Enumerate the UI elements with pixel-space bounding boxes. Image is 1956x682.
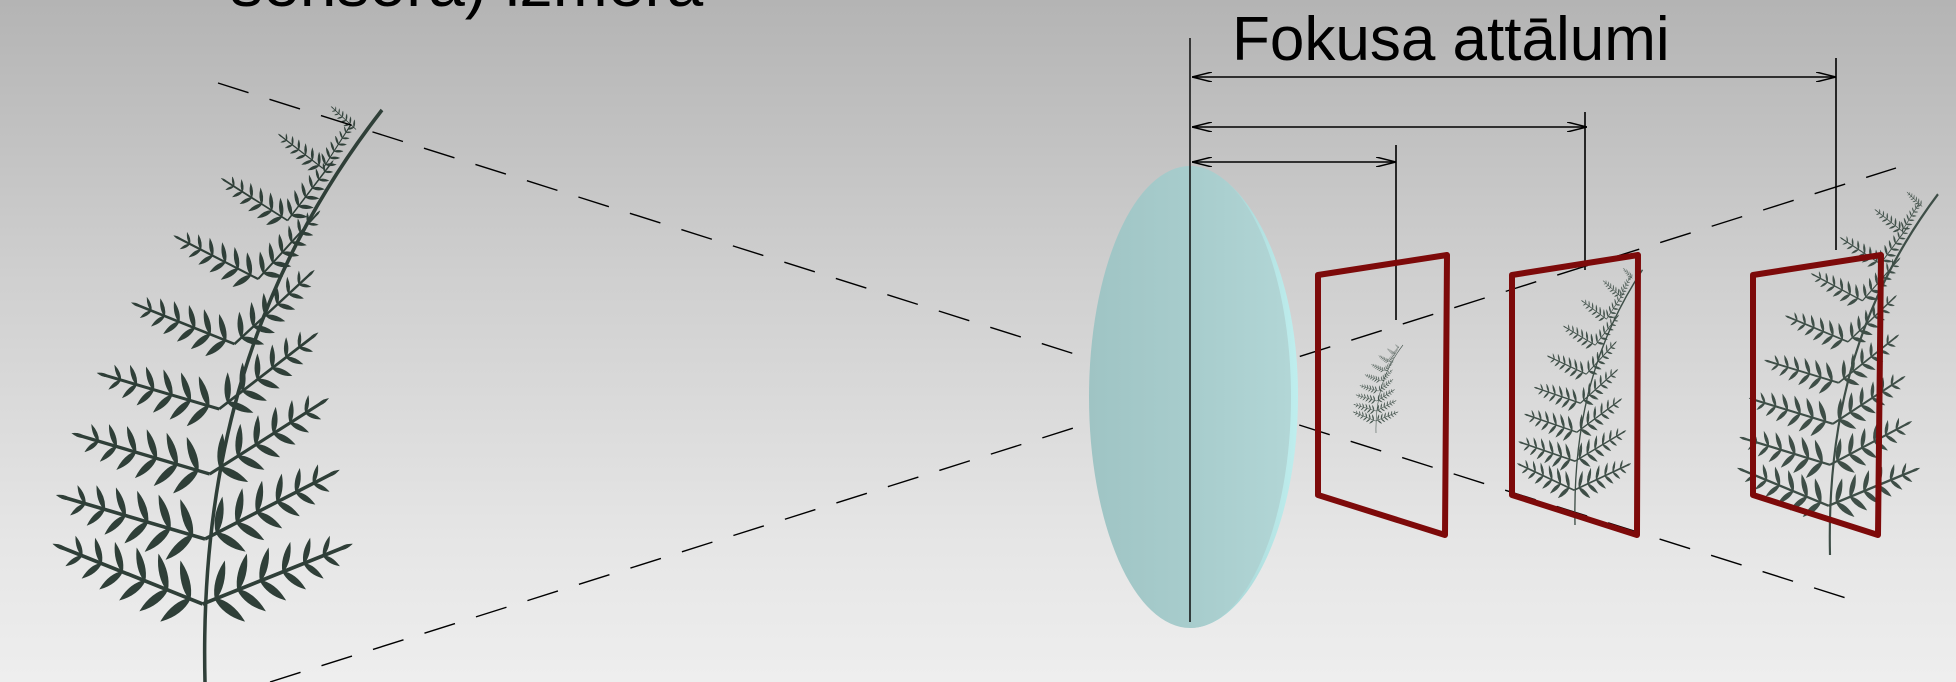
projection-rays bbox=[217, 82, 1897, 682]
slide-title-fragment: sensora) izmērā bbox=[230, 0, 703, 20]
lens-icon bbox=[1089, 166, 1298, 628]
sensor-frame-1 bbox=[1315, 252, 1450, 538]
sensor-frames bbox=[1315, 252, 1884, 538]
focal-length-arrows bbox=[1192, 58, 1837, 320]
fern-object-image bbox=[43, 101, 382, 682]
lower-ray bbox=[269, 167, 1897, 682]
sensor-frame-2 bbox=[1509, 252, 1641, 538]
sensor-frame-3 bbox=[1750, 252, 1884, 538]
upper-ray bbox=[217, 82, 1866, 605]
fern-image-small bbox=[1351, 344, 1403, 433]
focal-lengths-heading: Fokusa attālumi bbox=[1232, 5, 1670, 74]
fern-image-medium bbox=[1513, 266, 1642, 525]
